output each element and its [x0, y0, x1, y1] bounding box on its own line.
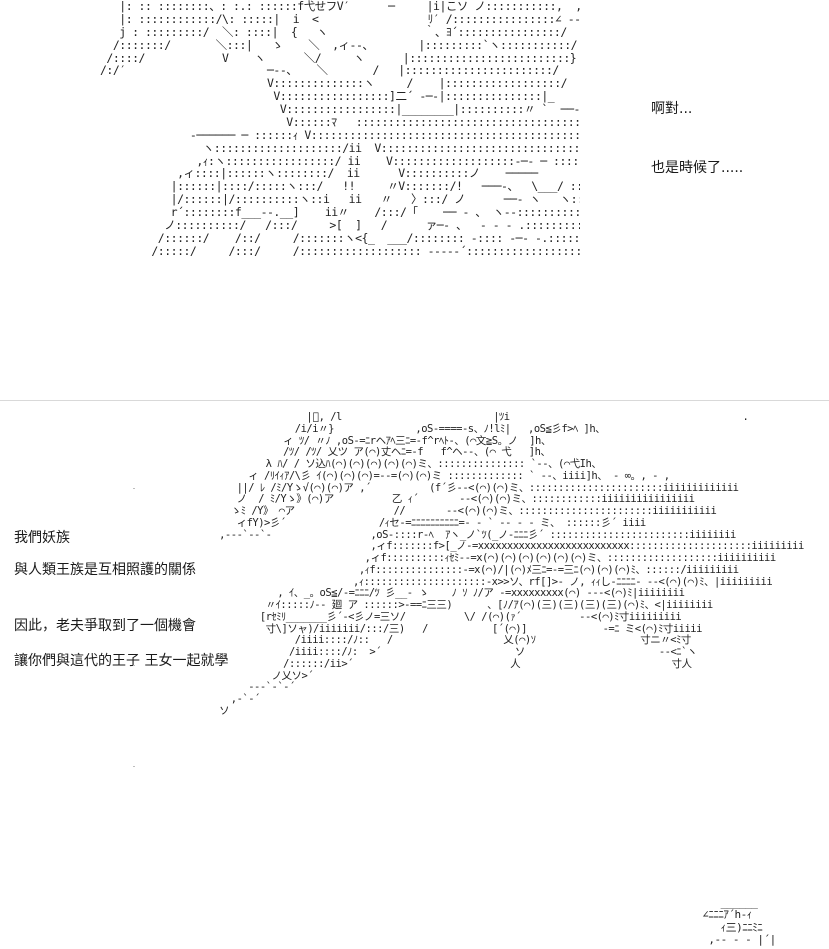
stray-dot [133, 766, 135, 767]
stray-dot [133, 488, 135, 489]
dialogue-line: 我們妖族 [14, 530, 70, 546]
ascii-art-illustration-bottom: |ﾞ, /l |ﾂi . /i/i〃} ,oS‐====‐s、ﾉ!lﾐ| ,oS… [219, 412, 804, 717]
bottom-panel: |ﾞ, /l |ﾂi . /i/i〃} ,oS‐====‐s、ﾉ!lﾐ| ,oS… [0, 402, 829, 949]
dialogue-line: 讓你們與這代的王子 王女一起就學 [14, 653, 229, 669]
stray-dot [133, 665, 135, 666]
dialogue-line: 啊對... [651, 101, 693, 117]
ascii-art-illustration-top: |: :: ::::::::、: :.: ::::::f弋せフV′ ─ |i|こ… [100, 0, 580, 258]
dialogue-line: 也是時候了..... [651, 160, 744, 176]
dialogue-line: 因此，老夫爭取到了一個機會 [14, 618, 196, 634]
panel-divider [0, 400, 829, 401]
dialogue-line: 與人類王族是互相照護的關係 [14, 562, 196, 578]
ascii-art-corner-fragment: ______ ∠ﾆﾆﾆｱ´h‐ｨ ｨ三)ﾆﾆﾐﾆ ,‐‐ ‐ ‐ |´| [702, 897, 776, 946]
top-panel: |: :: ::::::::、: :.: ::::::f弋せフV′ ─ |i|こ… [0, 0, 829, 400]
